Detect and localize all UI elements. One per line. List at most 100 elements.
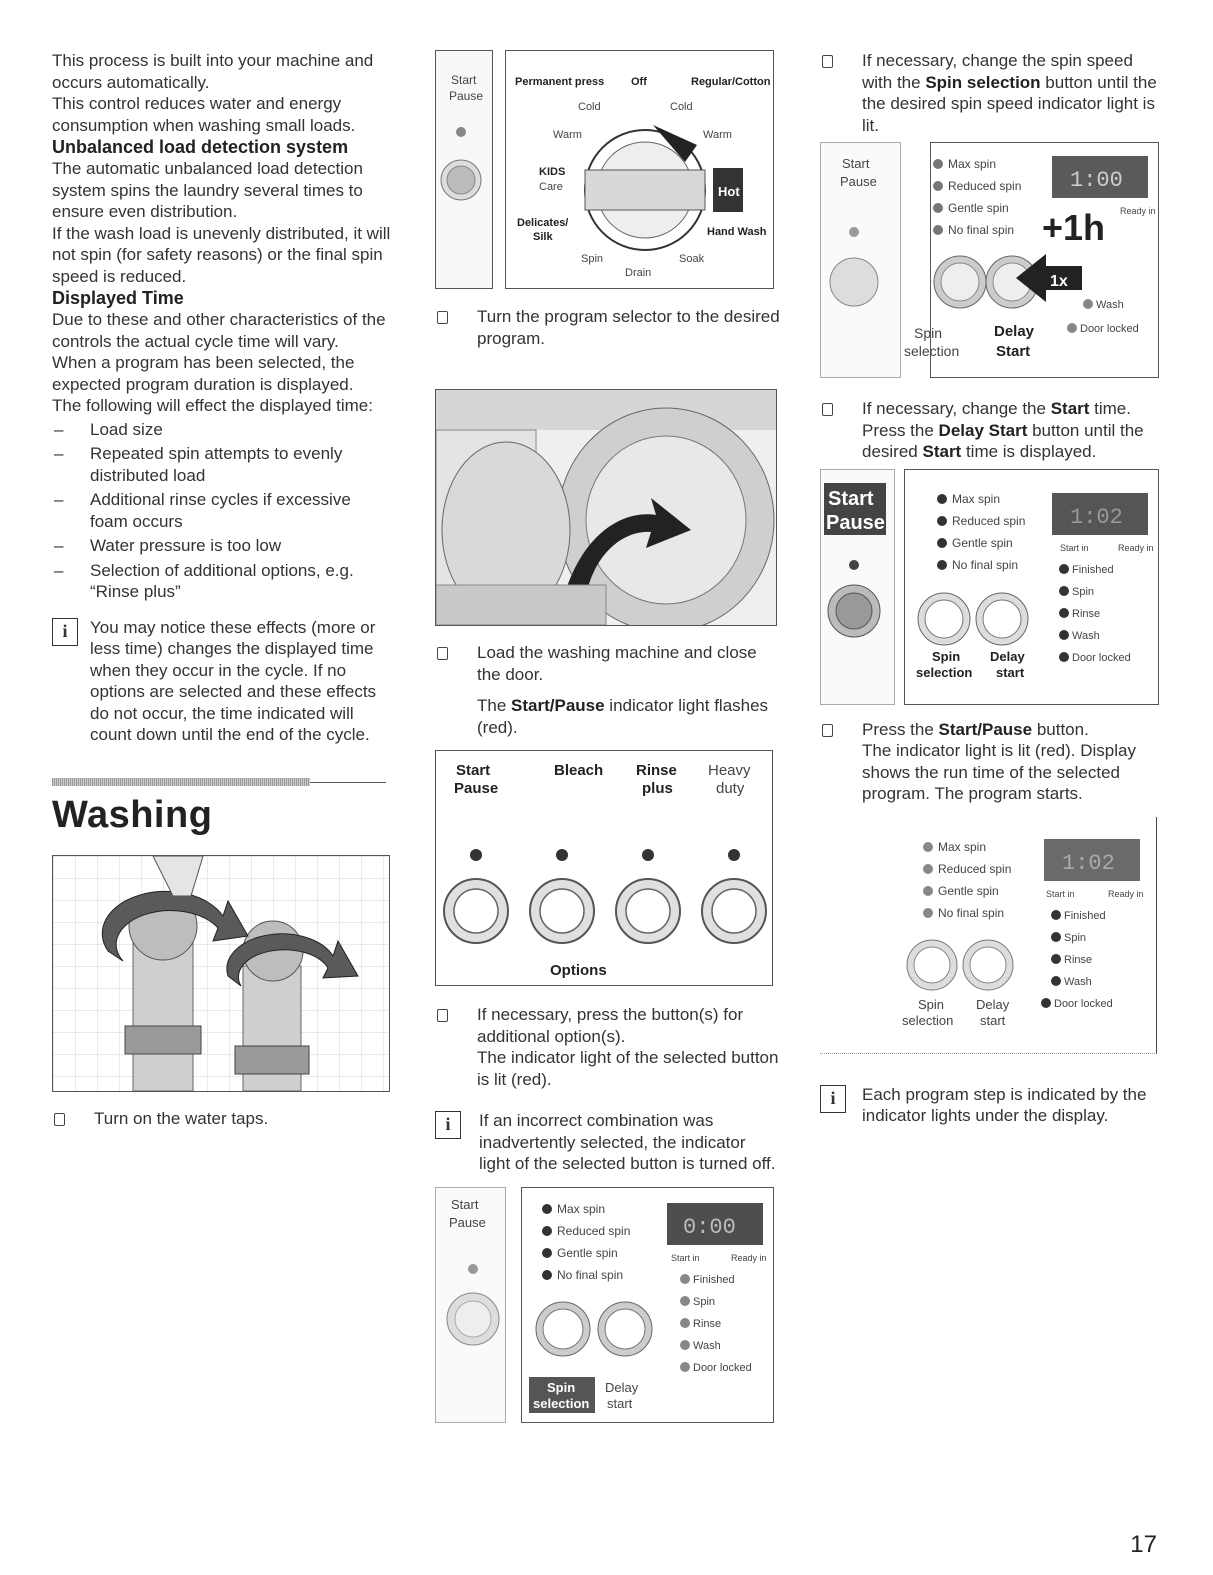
arrow-left-icon (1016, 254, 1082, 302)
delay-label-1: Delay (976, 997, 1010, 1012)
displayed-time-paragraph-2: When a program has been selected, the ex… (52, 353, 355, 394)
checkbox-icon (437, 311, 448, 324)
heading-unbalanced-load: Unbalanced load detection system (52, 137, 349, 157)
delay-start-button[interactable] (597, 1301, 653, 1356)
delay-start-button[interactable] (962, 939, 1014, 990)
checkbox-icon (822, 403, 833, 416)
start-label: Start (451, 1197, 479, 1212)
no-final-spin-label: No final spin (557, 1268, 623, 1282)
door-locked-label: Door locked (693, 1362, 752, 1374)
dial-drain: Drain (625, 267, 651, 279)
unbalanced-paragraph-1: The automatic unbalanced load detection … (52, 159, 363, 221)
no-final-spin-label: No final spin (952, 558, 1018, 572)
reduced-spin-label: Reduced spin (938, 862, 1011, 876)
dial-delicates: Delicates/ (517, 217, 568, 229)
info-icon: i (820, 1084, 846, 1113)
rinse-plus-button[interactable] (615, 878, 681, 944)
page-number: 17 (1130, 1531, 1157, 1558)
display-readout: 1:02 (1070, 505, 1123, 530)
display-readout: 1:00 (1070, 168, 1123, 193)
displayed-time-paragraph-1: Due to these and other characteristics o… (52, 310, 386, 351)
max-spin-label: Max spin (938, 840, 986, 854)
step-load-machine: Load the washing machine and close the d… (435, 642, 780, 685)
spin-status-label: Spin (693, 1296, 715, 1308)
checkbox-icon (54, 1112, 65, 1126)
pause-label: Pause (449, 1215, 486, 1230)
wash-status-label: Wash (1072, 630, 1100, 642)
checkbox-icon (437, 647, 448, 660)
rinse-status-label: Rinse (1064, 954, 1092, 966)
rinse-status-label: Rinse (1072, 608, 1100, 620)
heavy-duty-button[interactable] (701, 878, 767, 944)
bleach-button[interactable] (529, 878, 595, 944)
spin-selection-label-2: selection (533, 1396, 589, 1411)
spin-selection-label-2: selection (916, 665, 972, 680)
column-right: If necessary, change the spin speed with… (820, 50, 1160, 1127)
spin-selection-button[interactable] (917, 592, 971, 645)
info-note-text: You may notice these effects (more or le… (90, 617, 377, 745)
program-selector-figure: Start Pause Permanent press Off Regular/… (435, 50, 775, 290)
info-note-incorrect: i If an incorrect combination was inadve… (435, 1110, 780, 1175)
display (667, 1202, 763, 1245)
dial-warm-left: Warm (553, 129, 582, 141)
delay-label-1: Delay (605, 1380, 639, 1395)
option-bleach-label: Bleach (554, 762, 603, 779)
delay-label-2: start (980, 1013, 1006, 1028)
display (1044, 838, 1140, 881)
step-spin-selection: If necessary, change the spin speed with… (820, 50, 1160, 136)
max-spin-label: Max spin (557, 1202, 605, 1216)
spin-selection-button[interactable] (906, 939, 958, 990)
start-label: Start (842, 156, 870, 171)
ready-in-label: Ready in (731, 1253, 767, 1263)
info-icon: i (435, 1111, 461, 1139)
dial-warm-right: Warm (703, 129, 732, 141)
washing-machine-icon (436, 390, 776, 625)
start-pause-button[interactable] (443, 878, 509, 944)
column-middle: Start Pause Permanent press Off Regular/… (435, 50, 780, 1423)
door-locked-label: Door locked (1072, 652, 1131, 664)
pause-label: Pause (840, 174, 877, 189)
display-readout: 0:00 (683, 1215, 736, 1240)
displayed-time-paragraph-3: The following will effect the displayed … (52, 396, 373, 415)
spin-selection-button[interactable] (535, 1301, 591, 1356)
running-panel-figure: Max spin Reduced spin Gentle spin No fin… (820, 816, 1157, 1054)
heading-displayed-time: Displayed Time (52, 288, 184, 308)
dial-cold-right: Cold (670, 101, 693, 113)
delay-label-2: Start (996, 343, 1030, 360)
start-in-label: Start in (671, 1253, 700, 1263)
delay-label-2: start (996, 665, 1025, 680)
option-plus-label: plus (642, 780, 673, 797)
delay-start-button[interactable] (985, 255, 1039, 309)
start-pause-button[interactable] (827, 584, 881, 637)
dial-hot: Hot (718, 184, 740, 199)
press-once-label: 1x (1050, 273, 1068, 290)
delay-label-1: Delay (994, 323, 1035, 340)
load-machine-illustration (435, 389, 777, 626)
info-note-program-step: i Each program step is indicated by the … (820, 1084, 1160, 1127)
dial-spin: Spin (581, 253, 603, 265)
delay-label-2: start (607, 1396, 633, 1411)
no-final-spin-label: No final spin (938, 906, 1004, 920)
intro-paragraph-2: This control reduces water and energy co… (52, 94, 356, 135)
finished-label: Finished (693, 1274, 735, 1286)
water-tap-icon (53, 855, 389, 1091)
options-label: Options (550, 962, 607, 979)
ready-in-label: Ready in (1108, 889, 1144, 899)
info-note: i You may notice these effects (more or … (52, 617, 392, 746)
max-spin-label: Max spin (948, 157, 996, 171)
start-in-label: Start in (1060, 543, 1089, 553)
reduced-spin-label: Reduced spin (952, 514, 1025, 528)
step-press-start-pause: Press the Start/Pause button. The indica… (820, 719, 1160, 805)
unbalanced-paragraph-2: If the wash load is unevenly distributed… (52, 223, 391, 286)
pause-label: Pause (449, 89, 483, 103)
list-item: Load size (52, 419, 392, 441)
delay-start-button[interactable] (975, 592, 1029, 645)
spin-selection-label-1: Spin (918, 997, 944, 1012)
dial-care: Care (539, 181, 563, 193)
spin-selection-label-1: Spin (932, 649, 960, 664)
list-item: Selection of additional options, e.g. “R… (52, 560, 392, 603)
spin-selection-button[interactable] (933, 255, 987, 309)
spin-selection-label-2: selection (902, 1013, 953, 1028)
finished-label: Finished (1064, 910, 1106, 922)
dial-off: Off (631, 76, 647, 88)
